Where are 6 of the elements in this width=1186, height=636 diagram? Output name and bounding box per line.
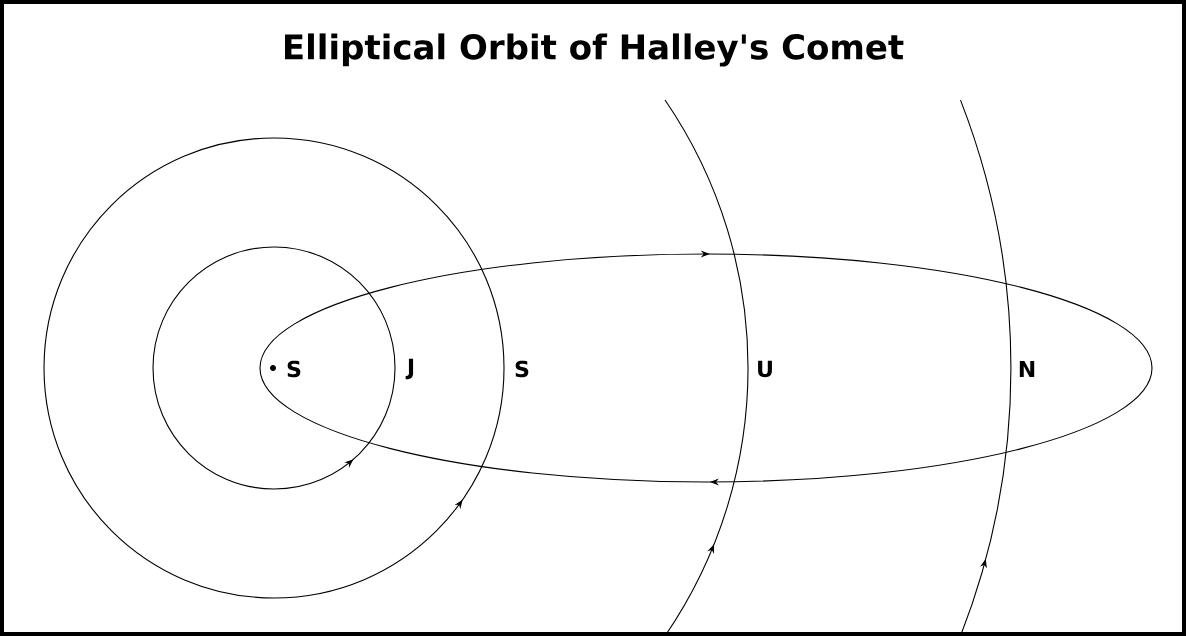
planet-label: N: [1019, 360, 1035, 377]
planet-label: S: [515, 360, 529, 378]
planet-label: U: [758, 360, 772, 378]
title: Elliptical Orbit of Halley's Comet: [285, 33, 904, 67]
planet-label: J: [405, 358, 414, 380]
planet-label: S: [287, 360, 301, 378]
